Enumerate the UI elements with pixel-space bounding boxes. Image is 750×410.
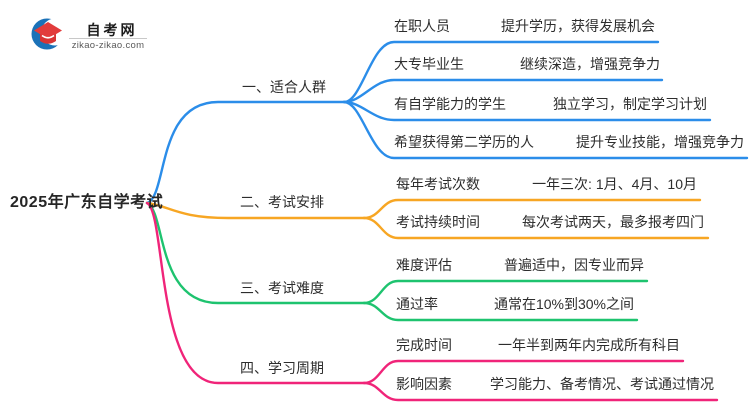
leaf-title: 在职人员 <box>394 18 450 34</box>
central-topic: 2025年广东自学考试 <box>10 194 164 211</box>
leaf-title: 有自学能力的学生 <box>394 96 506 112</box>
site-name: 自考网 <box>86 22 138 38</box>
leaf-title: 完成时间 <box>396 337 452 353</box>
leaf-desc: 一年三次: 1月、4月、10月 <box>532 176 697 192</box>
leaf-row: 影响因素 学习能力、备考情况、考试通过情况 <box>396 375 714 393</box>
leaf-desc: 继续深造，增强竞争力 <box>520 56 660 72</box>
leaf-row: 有自学能力的学生 独立学习，制定学习计划 <box>394 95 707 113</box>
leaf-row: 完成时间 一年半到两年内完成所有科目 <box>396 336 680 354</box>
leaf-desc: 普遍适中，因专业而异 <box>504 257 644 273</box>
leaf-title: 难度评估 <box>396 257 452 273</box>
leaf-title: 每年考试次数 <box>396 176 480 192</box>
leaf-row: 考试持续时间 每次考试两天，最多报考四门 <box>396 213 704 231</box>
branch-label-3: 三、考试难度 <box>240 280 324 296</box>
leaf-desc: 提升专业技能，增强竞争力 <box>576 134 744 150</box>
leaf-title: 考试持续时间 <box>396 214 480 230</box>
leaf-desc: 一年半到两年内完成所有科目 <box>498 337 680 353</box>
leaf-row: 在职人员 提升学历，获得发展机会 <box>394 17 655 35</box>
leaf-row: 希望获得第二学历的人 提升专业技能，增强竞争力 <box>394 133 744 151</box>
leaf-row: 通过率 通常在10%到30%之间 <box>396 295 634 313</box>
leaf-desc: 提升学历，获得发展机会 <box>501 18 655 34</box>
leaf-title: 影响因素 <box>396 376 452 392</box>
leaf-row: 每年考试次数 一年三次: 1月、4月、10月 <box>396 175 697 193</box>
leaf-desc: 每次考试两天，最多报考四门 <box>522 214 704 230</box>
logo-divider <box>69 38 147 39</box>
leaf-desc: 通常在10%到30%之间 <box>493 296 634 312</box>
leaf-desc: 学习能力、备考情况、考试通过情况 <box>490 376 714 392</box>
leaf-title: 希望获得第二学历的人 <box>394 134 534 150</box>
branch-label-1: 一、适合人群 <box>242 79 326 95</box>
site-logo: 自考网 zikao-zikao.com <box>30 14 150 54</box>
graduation-cap-icon <box>31 18 66 50</box>
leaf-row: 大专毕业生 继续深造，增强竞争力 <box>394 55 660 73</box>
branch-label-4: 四、学习周期 <box>240 360 324 376</box>
branch-label-2: 二、考试安排 <box>240 194 324 210</box>
leaf-desc: 独立学习，制定学习计划 <box>553 96 707 112</box>
site-url: zikao-zikao.com <box>71 40 145 51</box>
leaf-title: 通过率 <box>396 296 438 312</box>
leaf-title: 大专毕业生 <box>394 56 464 72</box>
leaf-row: 难度评估 普遍适中，因专业而异 <box>396 256 644 274</box>
